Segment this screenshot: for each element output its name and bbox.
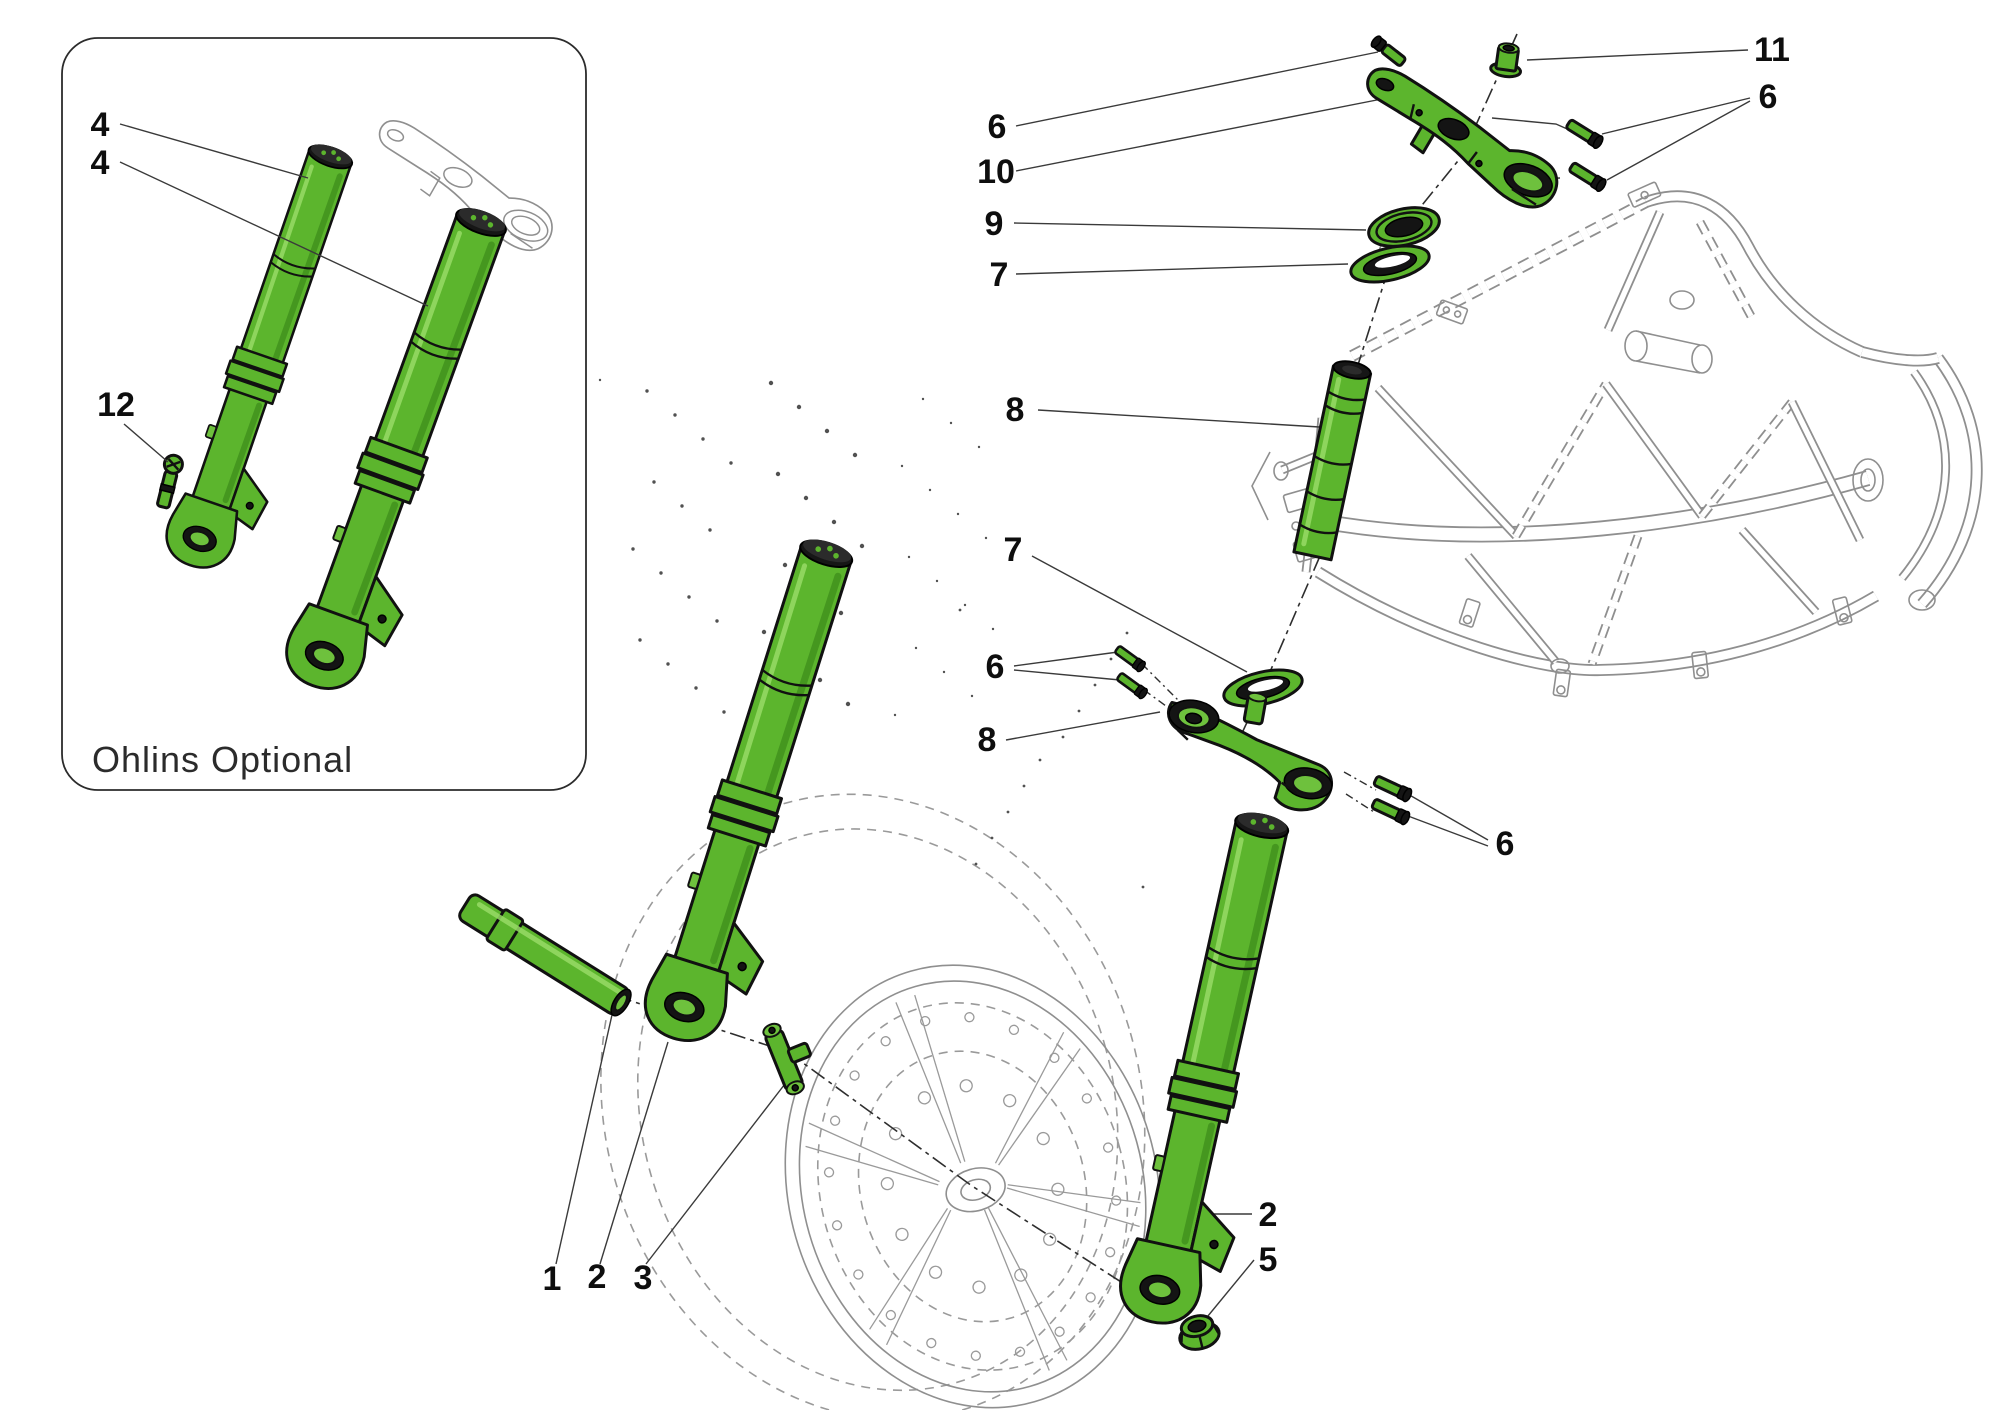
steering-cap-nut <box>1489 42 1522 79</box>
callout-10: 10 <box>977 153 1015 191</box>
callout-8-stem: 8 <box>1006 391 1025 429</box>
inset-border <box>61 37 587 791</box>
leader-lines <box>119 49 1751 1323</box>
callout-5: 5 <box>1259 1241 1278 1279</box>
callout-6-midleft: 6 <box>986 648 1005 686</box>
callout-2-right: 2 <box>1259 1196 1278 1234</box>
steering-stem <box>1292 360 1373 562</box>
clamp-bolt <box>1370 35 1407 67</box>
callout-3: 3 <box>634 1259 653 1297</box>
ohlins-fork-leg-right <box>277 199 542 707</box>
lower-triple-clamp <box>1167 691 1333 812</box>
front-axle <box>458 893 632 1017</box>
callout-12: 12 <box>97 386 135 424</box>
pinch-bolt <box>1114 669 1151 702</box>
ohlins-inset: Ohlins Optional <box>61 37 587 791</box>
callout-4-upper: 4 <box>91 106 110 144</box>
callout-7-upper: 7 <box>990 256 1009 294</box>
callout-1: 1 <box>543 1260 562 1298</box>
callout-6-topleft: 6 <box>988 108 1007 146</box>
callout-6-midright: 6 <box>1496 825 1515 863</box>
clamp-bolt <box>1563 116 1607 152</box>
callout-9: 9 <box>985 205 1004 243</box>
stipple-dots <box>598 378 1145 889</box>
pinch-bolt <box>1112 642 1149 675</box>
callout-8-clamp: 8 <box>978 721 997 759</box>
callout-4-lower: 4 <box>91 144 110 182</box>
axle-nut <box>1178 1314 1221 1351</box>
axle-clamp-bracket <box>762 1022 812 1096</box>
preload-adjuster <box>156 453 184 510</box>
brake-disc-holes <box>823 1012 1122 1361</box>
seal-ring-upper <box>1345 237 1435 291</box>
callout-7-lower: 7 <box>1004 531 1023 569</box>
bearing-cap <box>1367 206 1441 248</box>
callout-labels: 4 4 12 6 10 9 7 8 7 6 8 11 6 6 1 2 3 2 5 <box>91 31 1790 1298</box>
callout-11: 11 <box>1754 31 1790 69</box>
callout-6-topright: 6 <box>1759 78 1778 116</box>
ghost-top-clamp <box>378 120 553 251</box>
callout-2-left: 2 <box>588 1258 607 1296</box>
upper-triple-clamp <box>1366 67 1559 209</box>
inset-title: Ohlins Optional <box>92 739 353 780</box>
wheel-spokes <box>805 994 1141 1371</box>
clamp-bolt <box>1566 159 1610 195</box>
front-wheel-ghost <box>600 793 1161 1410</box>
fork-leg-right <box>1114 806 1325 1336</box>
